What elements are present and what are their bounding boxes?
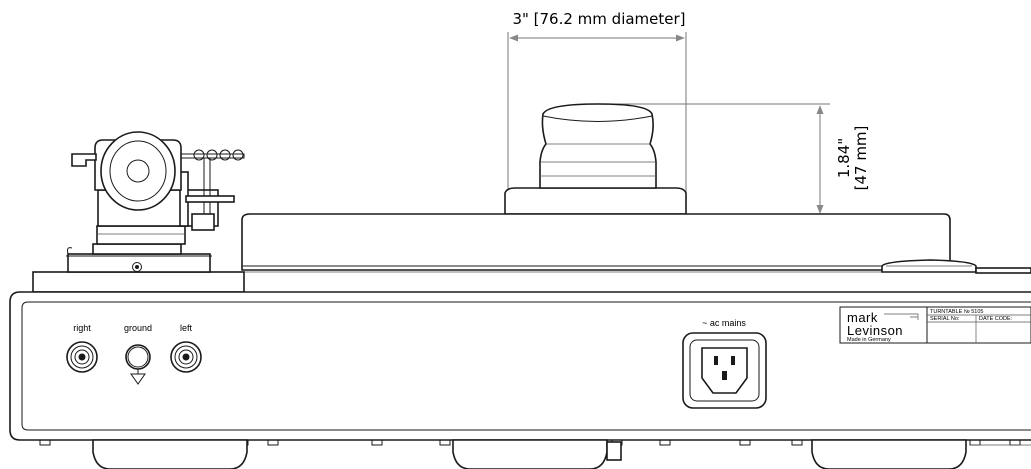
date-code-label: DATE CODE: [979,316,1013,322]
diameter-label: 3" [76.2 mm diameter] [512,10,685,28]
inlet-pin-left [714,356,718,365]
rca-jack-left[interactable] [170,341,202,373]
height-label-imperial: 1.84" [835,138,853,178]
feet [92,439,1031,469]
inlet-pin-right [731,356,735,365]
rca-jack-right[interactable] [66,341,98,373]
model-label: TURNTABLE № 5105 [930,309,983,315]
brand-logo-line2: Levinson [847,323,903,338]
diameter-dimension: 3" [76.2 mm diameter] [507,10,687,192]
brand-logo-arrow-icon [884,313,919,320]
ground-terminal[interactable] [125,344,151,385]
jack-label-right: right [73,323,91,333]
inlet-pin-earth [722,371,727,380]
height-dimension: 1.84" [47 mm] [600,103,870,214]
ground-symbol-icon [130,373,146,385]
chassis [9,291,1031,446]
serial-label: SERIAL No: [930,316,960,322]
height-label-metric: [47 mm] [852,126,870,191]
jack-label-ground: ground [124,323,152,333]
power-label: ~ ac mains [702,318,746,328]
brand-logo-line1: mark [847,310,878,325]
platter [241,213,951,273]
right-pivot-knob [881,259,1031,274]
made-in-label: Made in Germany [847,337,891,343]
ac-mains-inlet[interactable] [682,332,767,409]
jack-label-left: left [180,323,193,333]
nameplate: mark Levinson Made in Germany TURNTABLE … [839,306,1031,344]
tonearm [32,131,245,293]
record-clamp [504,103,687,215]
